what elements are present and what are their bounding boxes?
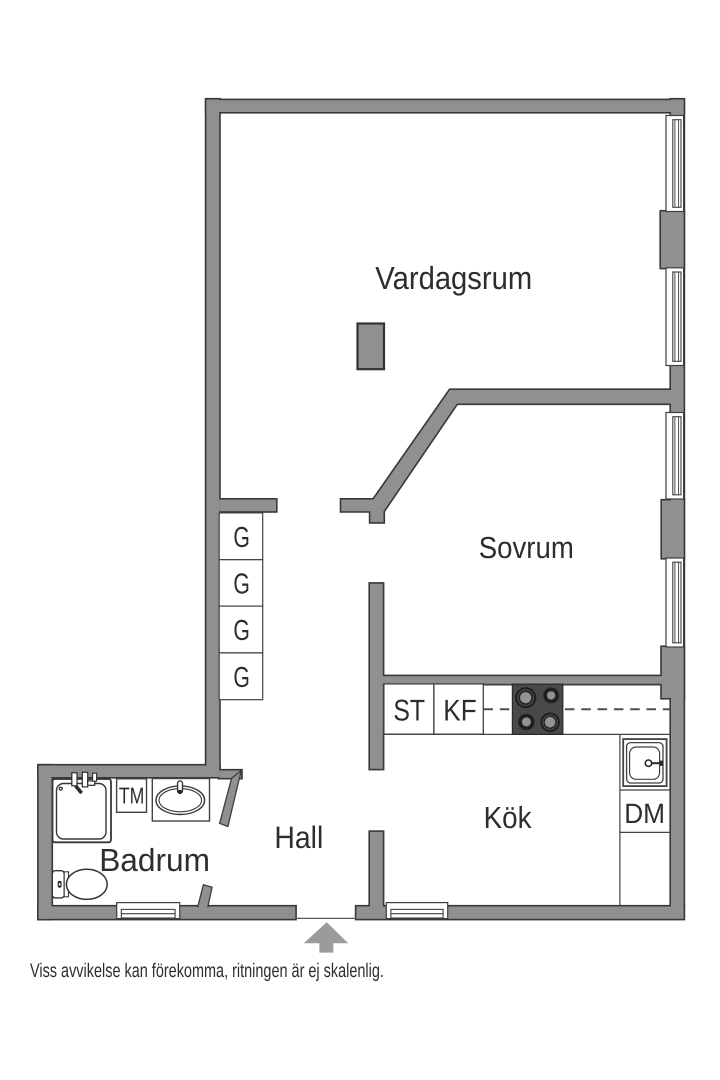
svg-text:ST: ST — [393, 695, 425, 728]
svg-text:G: G — [233, 569, 250, 601]
svg-text:Badrum: Badrum — [99, 842, 210, 878]
svg-text:Vardagsrum: Vardagsrum — [375, 260, 532, 296]
svg-text:G: G — [233, 522, 250, 554]
svg-text:G: G — [233, 662, 250, 694]
svg-text:Viss avvikelse kan förekomma,: Viss avvikelse kan förekomma, ritningen … — [30, 960, 384, 982]
svg-text:Sovrum: Sovrum — [479, 531, 574, 565]
svg-text:Kök: Kök — [484, 801, 533, 835]
svg-text:TM: TM — [119, 783, 145, 809]
svg-text:DM: DM — [624, 798, 665, 829]
svg-text:Hall: Hall — [274, 820, 323, 855]
svg-text:KF: KF — [443, 695, 476, 728]
svg-text:G: G — [233, 615, 250, 647]
